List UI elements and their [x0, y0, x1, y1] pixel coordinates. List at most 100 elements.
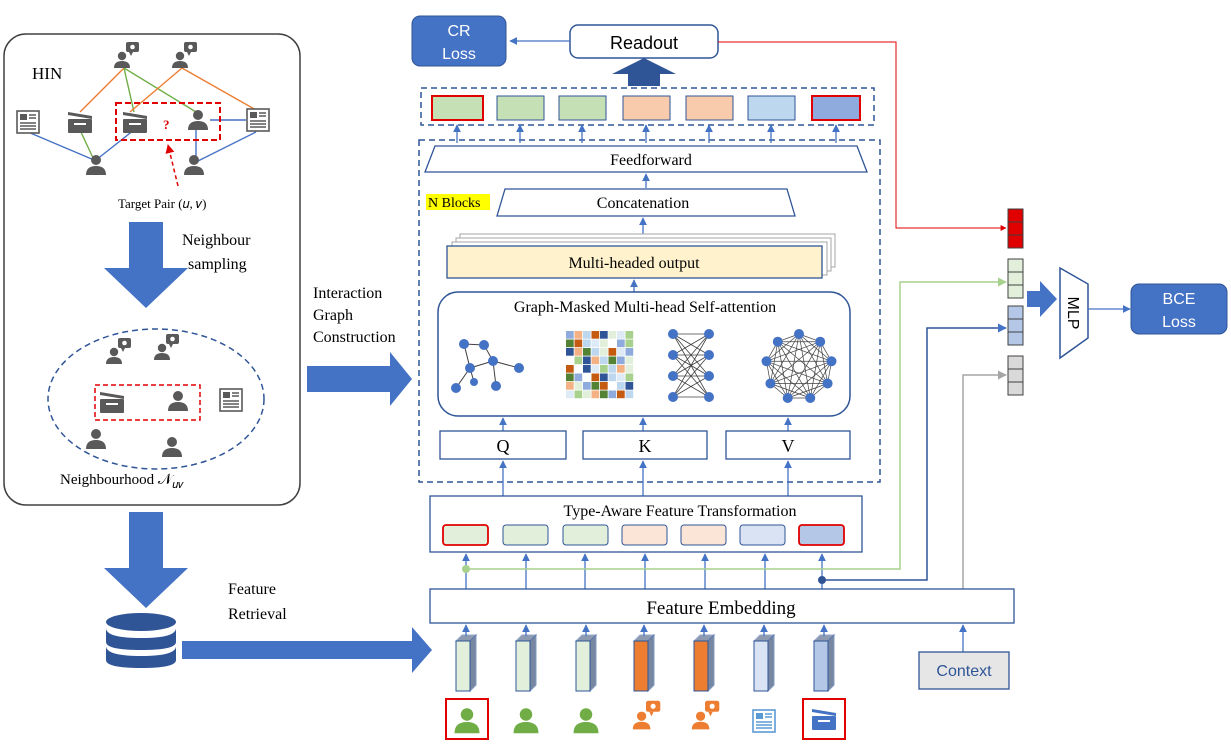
heatmap-cell	[566, 331, 574, 339]
heatmap-cell	[600, 331, 608, 339]
complete-graph-node	[761, 356, 772, 367]
k-box	[582, 430, 708, 460]
complete-graph-edge	[777, 341, 811, 399]
target-pair-box	[115, 102, 221, 141]
movie-icon	[123, 112, 147, 133]
user-icon	[573, 708, 599, 734]
heatmap-cell	[608, 390, 617, 399]
target-question-mark: ?	[163, 117, 170, 132]
feedforward-label: Feedforward	[610, 152, 692, 169]
neighbourhood-target-box	[94, 384, 201, 421]
output-tokens	[431, 95, 861, 121]
heatmap-cell	[566, 348, 574, 356]
concatenation-label: Concatenation	[597, 195, 689, 212]
target-pair-label: Target Pair (𝑢, 𝑣)	[118, 196, 206, 211]
heatmap-cell	[591, 348, 600, 356]
q-label: Q	[497, 436, 510, 456]
target-user-frame	[445, 698, 489, 740]
heatmap-cell	[625, 331, 634, 339]
bipartite-edge	[672, 333, 710, 356]
heatmap-cell	[617, 382, 625, 390]
ta-token	[502, 524, 549, 546]
heatmap-cell	[625, 390, 634, 399]
user-icon	[86, 429, 106, 449]
complete-graph-edge	[809, 341, 821, 399]
complete-graph-node	[822, 378, 833, 389]
ta-token-target-user	[442, 524, 489, 546]
user-idea-icon	[114, 42, 139, 68]
ff-to-output-arrows	[453, 124, 840, 143]
ta-token	[680, 524, 727, 546]
heatmap-cell	[583, 356, 591, 365]
sampling-label-2: sampling	[188, 256, 247, 273]
heatmap-cell	[600, 382, 608, 390]
heatmap-cell	[608, 356, 617, 365]
bottom-newspaper	[752, 709, 776, 733]
attention-heatmap-icon	[566, 331, 634, 399]
newspaper-icon	[752, 709, 776, 733]
complete-graph-node	[815, 336, 826, 347]
heatmap-cell	[574, 331, 583, 339]
output-token-target-user	[431, 95, 484, 121]
heatmap-cell	[591, 382, 600, 390]
output-token	[685, 95, 734, 121]
heatmap-cell	[566, 339, 574, 348]
heatmap-cell	[591, 331, 600, 339]
heatmap-cell	[625, 348, 634, 356]
cube-to-embedding-arrows	[462, 624, 967, 652]
mlp-label: MLP	[1064, 297, 1081, 330]
cr-loss-line1: CR	[447, 23, 470, 40]
heatmap-cell	[574, 365, 583, 373]
readout-label: Readout	[610, 33, 678, 53]
q-box	[439, 430, 567, 460]
heatmap-cell	[583, 339, 591, 348]
complete-graph-edge	[819, 341, 828, 384]
retrieval-right-arrow	[182, 627, 432, 673]
interaction-right-arrow	[307, 352, 412, 406]
heatmap-cell	[600, 339, 608, 348]
bottom-user-idea-icons	[632, 700, 720, 730]
mlp-box	[1059, 266, 1089, 360]
output-token-target-item	[811, 95, 861, 121]
user-idea-icon	[106, 338, 131, 364]
heatmap-cell	[608, 331, 617, 339]
heatmap-cell	[600, 373, 608, 382]
complete-graph-node	[794, 329, 804, 339]
heatmap-cell	[617, 373, 625, 382]
cr-loss-box	[411, 15, 507, 67]
complete-graph-edge	[809, 361, 832, 399]
interaction-label-3: Construction	[313, 329, 396, 346]
concatenation-box	[496, 188, 796, 217]
complete-graph-edge	[766, 360, 828, 384]
complete-graph-edge	[766, 361, 811, 399]
heatmap-cell	[617, 339, 625, 348]
output-token	[496, 95, 545, 121]
heatmap-cell	[583, 373, 591, 382]
user-icon	[188, 110, 208, 130]
complete-graph-edge	[777, 341, 832, 362]
readout-skip-line	[718, 41, 1007, 231]
bottom-movie	[812, 709, 836, 730]
user-icon	[454, 708, 480, 734]
bipartite-edge	[672, 333, 710, 398]
feature-embedding-label: Feature Embedding	[646, 598, 796, 619]
bipartite-edge	[672, 375, 710, 398]
heatmap-cell	[591, 339, 600, 348]
retrieval-down-arrow	[104, 512, 188, 608]
bipartite-edge	[672, 333, 710, 377]
ta-token	[621, 524, 668, 546]
complete-graph-edge	[787, 361, 832, 399]
complete-graph-edge	[777, 341, 828, 384]
multi-headed-output-label: Multi-headed output	[568, 255, 700, 272]
k-label: K	[639, 436, 652, 456]
user-icon	[184, 155, 204, 175]
heatmap-cell	[608, 348, 617, 356]
heatmap-cell	[566, 356, 574, 365]
output-tokens-box	[420, 87, 875, 126]
complete-graph-edge	[798, 333, 811, 399]
sampling-arrow	[104, 222, 188, 308]
complete-graph-edge	[770, 360, 832, 384]
user-idea-icon	[172, 42, 197, 68]
context-skip-line	[962, 370, 1007, 589]
complete-graph-edge	[770, 383, 811, 399]
